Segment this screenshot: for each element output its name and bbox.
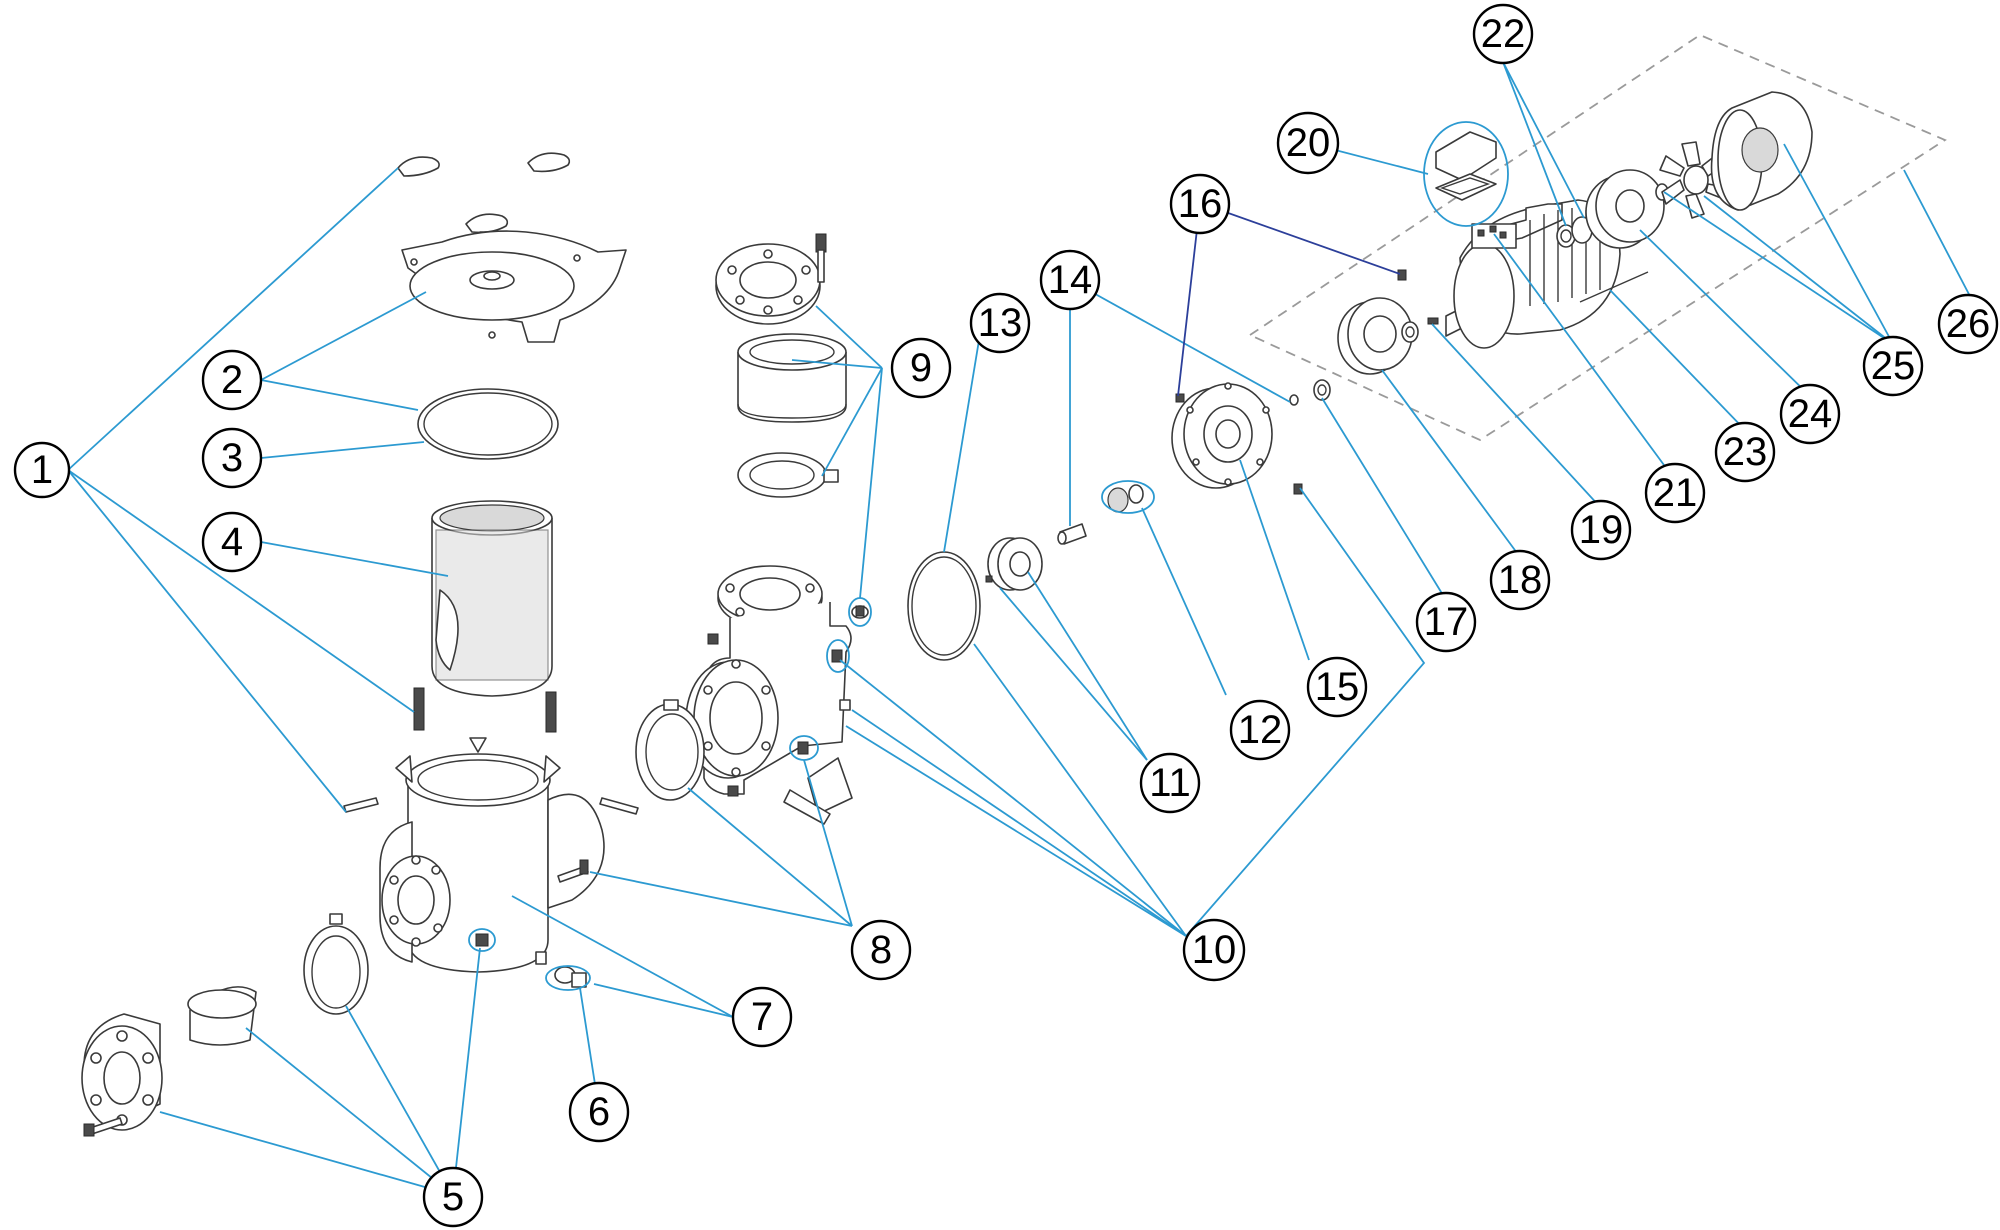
callout-13: 13 <box>969 292 1031 354</box>
drain-plug-highlight <box>545 965 591 991</box>
front-bearing <box>1401 321 1419 343</box>
callout-17: 17 <box>1415 591 1477 653</box>
callout-9: 9 <box>890 337 952 399</box>
svg-text:26: 26 <box>1946 302 1991 346</box>
svg-text:2: 2 <box>221 358 243 402</box>
motor-rear-cover <box>1585 169 1665 249</box>
motor-key <box>1427 317 1439 325</box>
discharge-bolt <box>815 233 827 283</box>
callout-14: 14 <box>1039 249 1101 311</box>
svg-text:5: 5 <box>442 1175 464 1219</box>
suction-flange <box>81 1013 163 1131</box>
small-screws <box>1175 269 1407 495</box>
svg-text:6: 6 <box>588 1090 610 1134</box>
svg-text:8: 8 <box>870 928 892 972</box>
svg-text:16: 16 <box>1178 182 1223 226</box>
cooling-fan <box>1659 141 1731 219</box>
body-gasket <box>635 699 705 801</box>
callout-8: 8 <box>850 919 912 981</box>
callout-5: 5 <box>422 1166 484 1228</box>
discharge-pipe <box>737 333 847 423</box>
flange-bolt <box>83 1117 123 1137</box>
svg-text:7: 7 <box>751 995 773 1039</box>
strainer-lid <box>401 230 627 343</box>
callout-10: 10 <box>1182 918 1246 982</box>
discharge-gasket <box>737 452 839 498</box>
motor-front-cover <box>1337 297 1413 375</box>
suction-pipe <box>187 986 257 1046</box>
svg-text:24: 24 <box>1788 392 1833 436</box>
svg-text:19: 19 <box>1579 508 1624 552</box>
svg-text:25: 25 <box>1871 344 1916 388</box>
mechanical-seal <box>1107 484 1144 513</box>
body-plug-highlight-side <box>826 639 850 673</box>
callout-26: 26 <box>1937 293 1999 355</box>
svg-text:14: 14 <box>1048 258 1093 302</box>
strainer-housing <box>379 737 605 973</box>
terminal-box-cover <box>1435 131 1497 201</box>
callout-19: 19 <box>1570 499 1632 561</box>
svg-text:17: 17 <box>1424 600 1469 644</box>
svg-text:22: 22 <box>1481 12 1526 56</box>
svg-text:18: 18 <box>1498 558 1543 602</box>
callout-2: 2 <box>201 349 263 411</box>
callout-4: 4 <box>201 511 263 573</box>
drain-plug <box>554 966 587 988</box>
housing-plug <box>475 933 489 947</box>
svg-text:21: 21 <box>1653 471 1698 515</box>
callout-12: 12 <box>1229 699 1291 761</box>
suction-gasket <box>303 913 369 1015</box>
callout-7: 7 <box>731 986 793 1048</box>
motor-seal-ring <box>1313 379 1331 401</box>
callout-1: 1 <box>13 441 71 499</box>
callout-24: 24 <box>1779 383 1841 445</box>
callout-18: 18 <box>1489 549 1551 611</box>
callout-3: 3 <box>201 427 263 489</box>
svg-text:4: 4 <box>221 520 243 564</box>
callout-15: 15 <box>1306 656 1368 718</box>
shaft-sleeve <box>1057 523 1087 545</box>
seal-plate <box>1171 382 1273 489</box>
lid-oring <box>417 388 559 460</box>
svg-text:1: 1 <box>31 448 53 492</box>
svg-text:15: 15 <box>1315 665 1360 709</box>
motor-assembly-boundary <box>1248 33 1947 442</box>
volute-oring <box>907 551 981 661</box>
tie-rod <box>1579 271 1649 303</box>
callout-11: 11 <box>1139 752 1201 814</box>
callout-23: 23 <box>1714 421 1776 483</box>
svg-text:10: 10 <box>1192 928 1237 972</box>
callout-25: 25 <box>1862 335 1924 397</box>
svg-text:13: 13 <box>978 301 1023 345</box>
svg-text:12: 12 <box>1238 708 1283 752</box>
svg-text:11: 11 <box>1149 761 1191 805</box>
housing-bolt <box>557 859 589 883</box>
callout-21: 21 <box>1644 462 1706 524</box>
leader-lines <box>67 61 1973 1196</box>
svg-text:23: 23 <box>1723 430 1768 474</box>
strainer-basket <box>431 500 553 697</box>
terminal-box-highlight <box>1423 121 1509 227</box>
svg-text:3: 3 <box>221 436 243 480</box>
body-plugs <box>707 605 869 797</box>
pump-body <box>685 565 853 825</box>
callout-22: 22 <box>1472 3 1534 65</box>
mechanical-seal-highlight <box>1101 480 1155 514</box>
callout-6: 6 <box>568 1081 630 1143</box>
discharge-flange <box>715 243 821 325</box>
svg-text:20: 20 <box>1286 121 1331 165</box>
svg-text:9: 9 <box>910 346 932 390</box>
callout-20: 20 <box>1276 111 1340 175</box>
housing-plug-highlight <box>468 928 496 952</box>
callout-16: 16 <box>1169 173 1231 235</box>
fan-cover <box>1710 91 1813 211</box>
hand-knobs <box>397 152 571 247</box>
